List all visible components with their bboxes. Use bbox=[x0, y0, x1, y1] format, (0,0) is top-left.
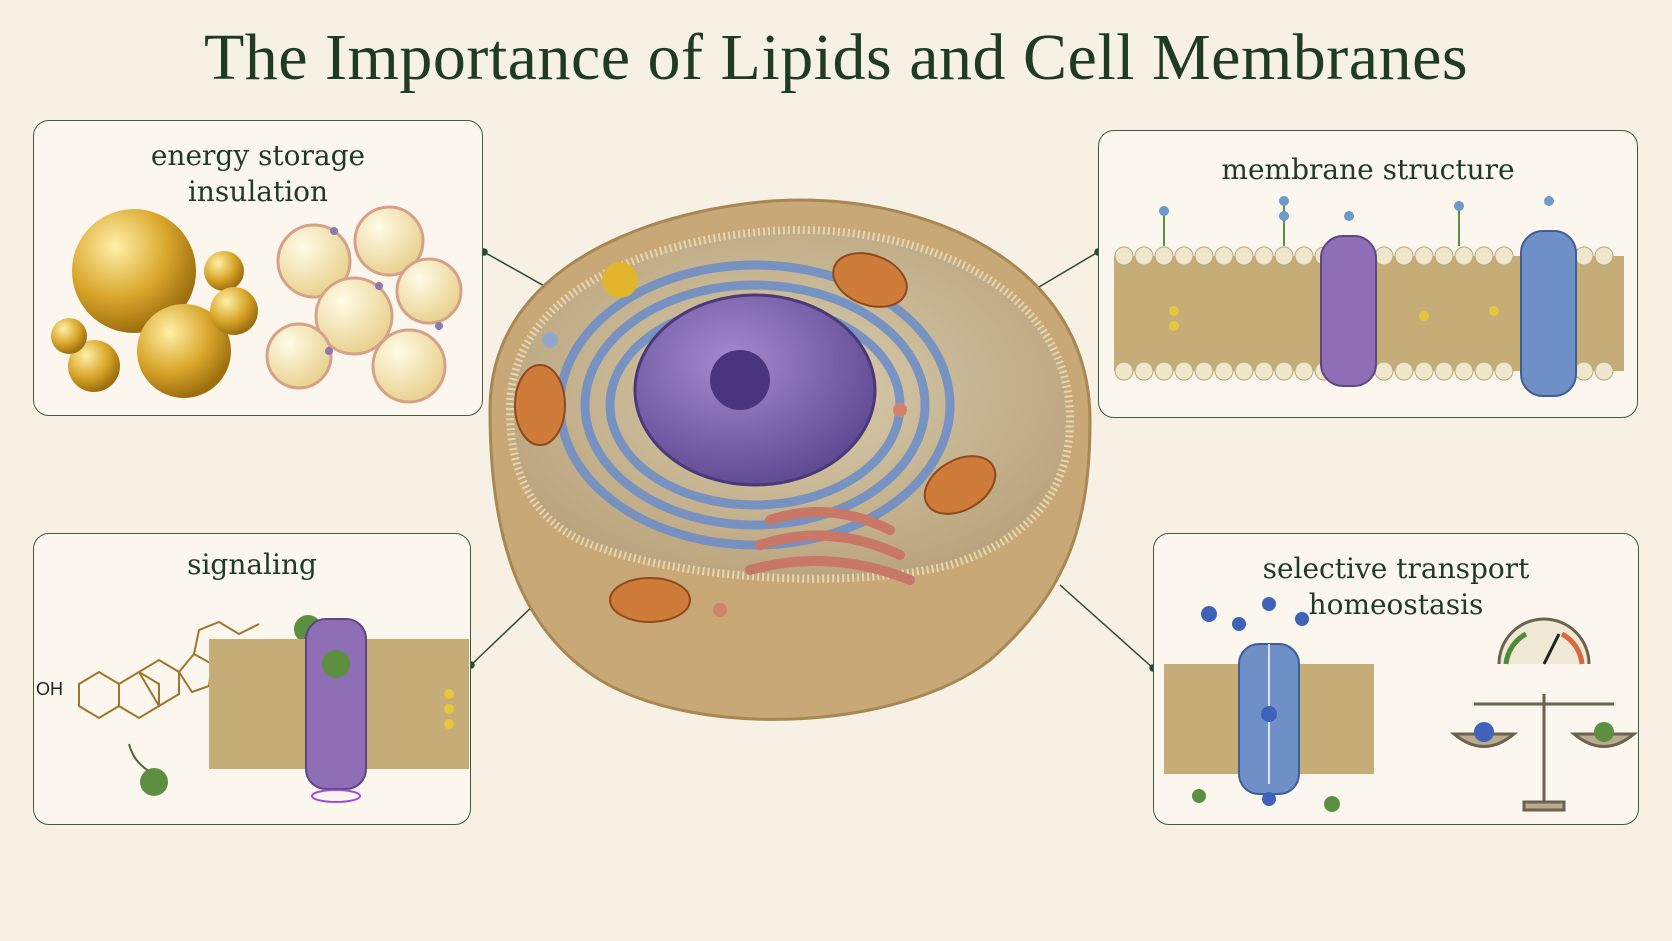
membrane-structure-label: membrane structure bbox=[1221, 153, 1515, 186]
adipocyte-icon bbox=[265, 205, 463, 404]
oh-label: OH bbox=[36, 679, 63, 699]
cell-icon bbox=[488, 198, 1092, 721]
insulation-label: insulation bbox=[187, 175, 329, 208]
channel-protein-icon bbox=[1320, 235, 1377, 387]
selective-transport-label: selective transport bbox=[1262, 552, 1530, 585]
gauge-icon bbox=[1497, 617, 1591, 665]
selective-transport-panel: selective transport homeostasis bbox=[1153, 533, 1639, 825]
signaling-label: signaling bbox=[187, 548, 317, 581]
signaling-panel: signaling OH bbox=[33, 533, 471, 825]
bilayer-icon bbox=[1114, 196, 1624, 397]
energy-storage-panel: energy storage insulation bbox=[33, 120, 483, 416]
fat-droplet-icon bbox=[51, 205, 463, 404]
homeostasis-label: homeostasis bbox=[1308, 588, 1484, 621]
receptor-icon bbox=[305, 618, 367, 790]
steroid-molecule-icon bbox=[78, 615, 469, 803]
transport-illustration bbox=[1164, 597, 1639, 812]
balance-scale-icon bbox=[1449, 694, 1639, 812]
page-title: The Importance of Lipids and Cell Membra… bbox=[203, 21, 1469, 94]
energy-storage-label: energy storage bbox=[150, 139, 366, 172]
membrane-structure-panel: membrane structure bbox=[1098, 130, 1638, 418]
